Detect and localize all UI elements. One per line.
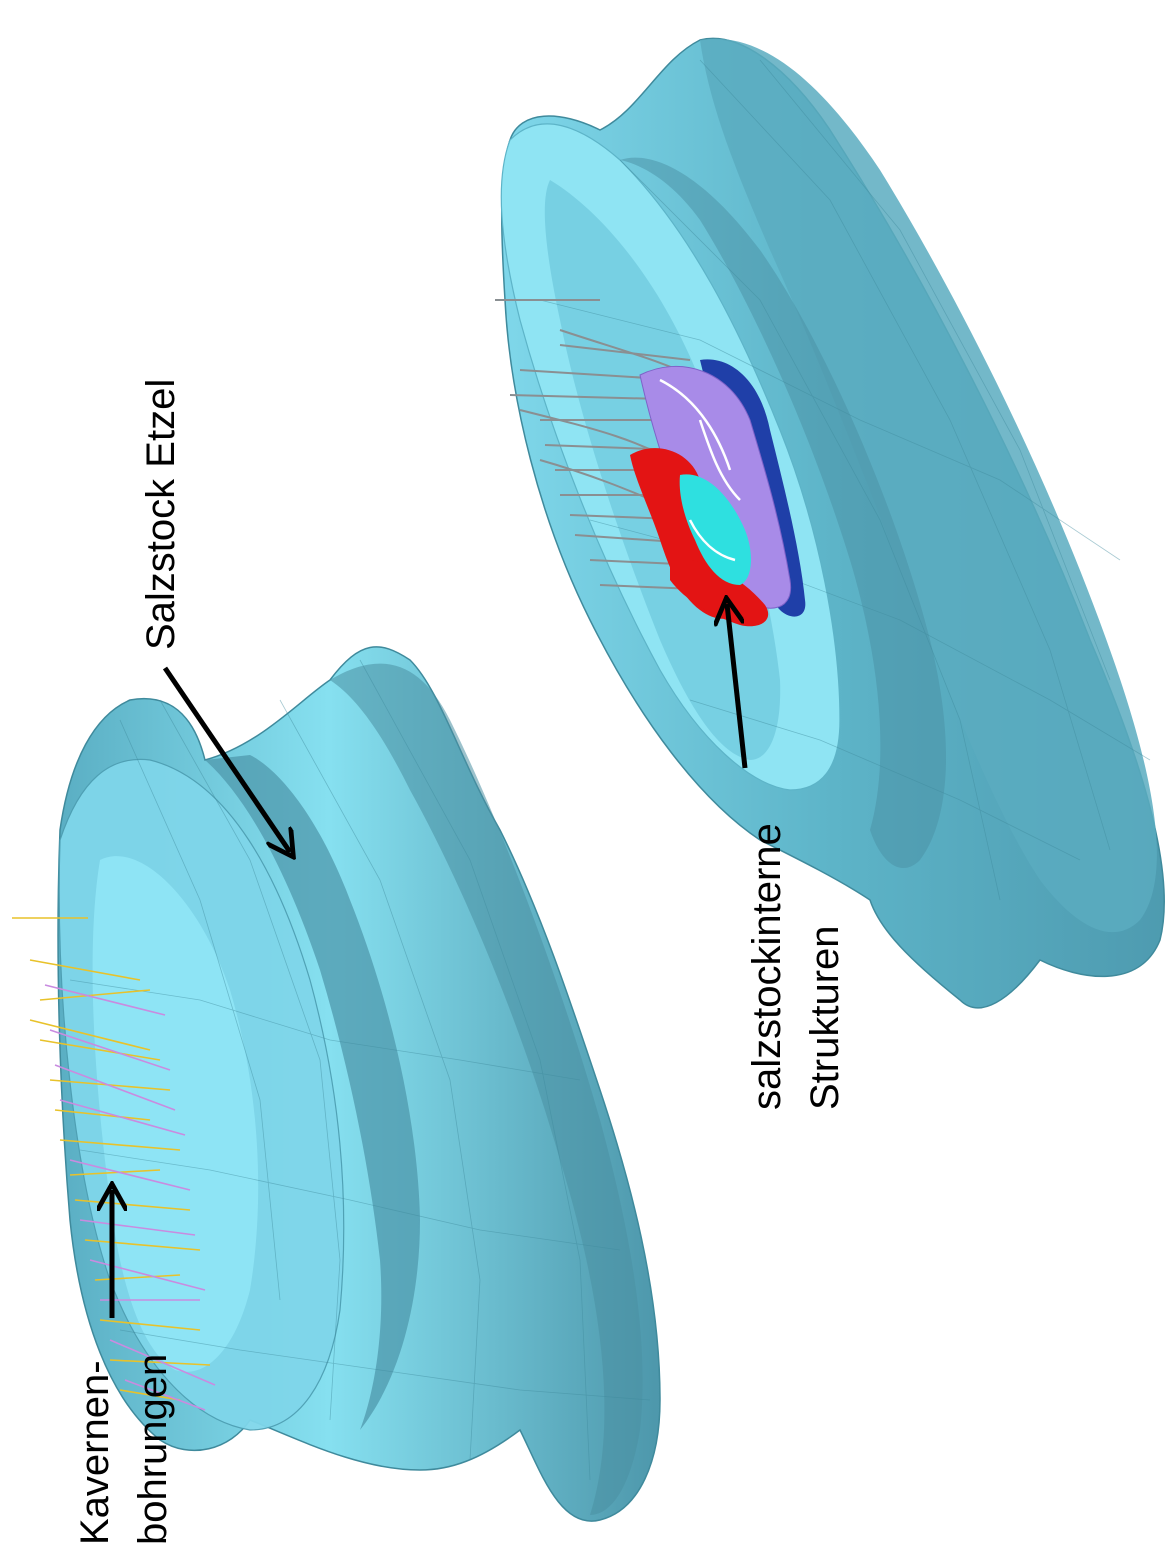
label-intern-line2: Strukturen — [796, 823, 854, 1110]
label-kavernenbohrungen: Kavernen- bohrungen — [66, 1354, 182, 1545]
label-salzstock-etzel: Salzstock Etzel — [132, 379, 190, 650]
label-kavernen-line2: bohrungen — [124, 1354, 182, 1545]
label-intern-line1: salzstockinterne — [738, 823, 796, 1110]
label-kavernen-line1: Kavernen- — [66, 1354, 124, 1545]
label-salzstockinterne-strukturen: salzstockinterne Strukturen — [738, 823, 854, 1110]
